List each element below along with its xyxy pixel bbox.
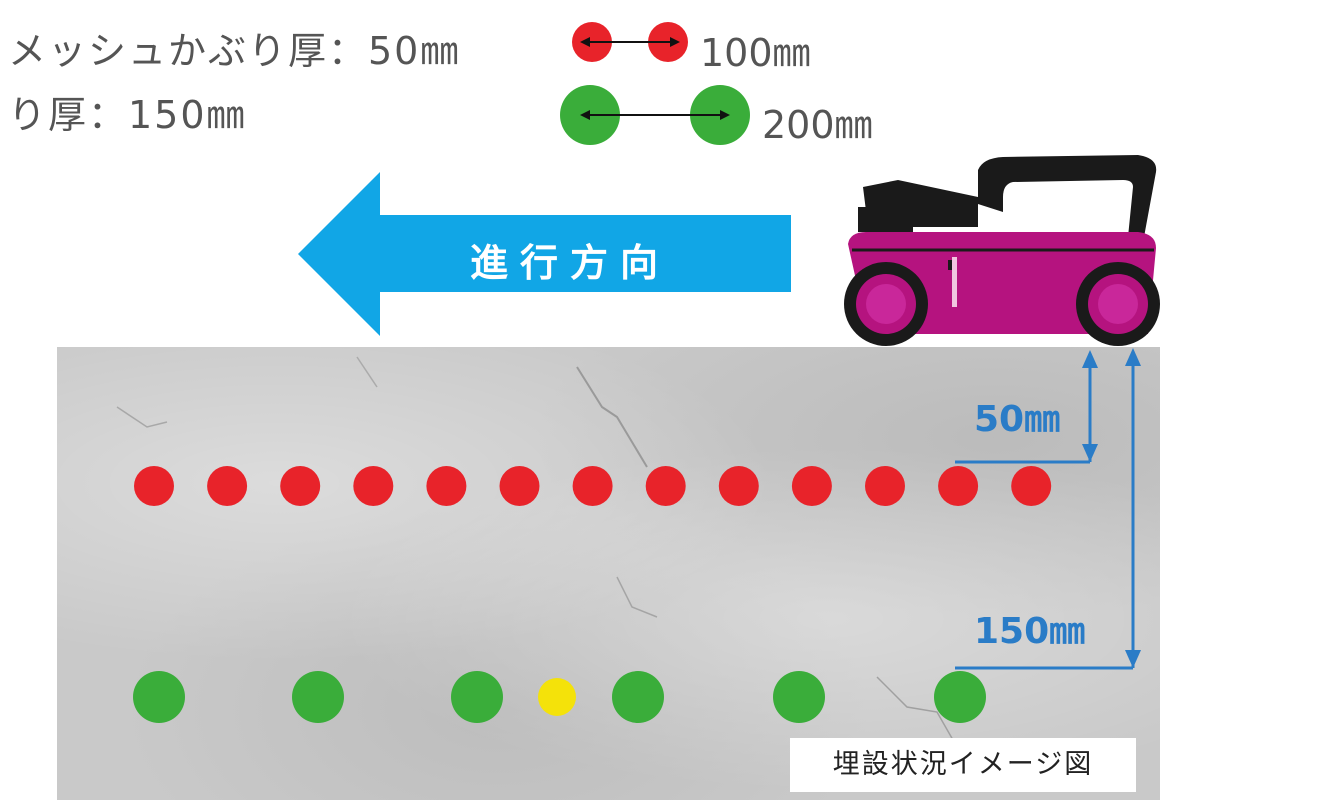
- red-rebar-row: [134, 466, 1052, 506]
- green-rebar-dot: [292, 671, 344, 723]
- red-rebar-dot: [280, 466, 321, 506]
- red-rebar-dot: [353, 466, 394, 506]
- red-rebar-dot: [645, 466, 686, 506]
- green-rebar-dot: [133, 671, 185, 723]
- cover-thickness-text: り厚：150㎜: [8, 93, 247, 137]
- red-rebar-dot: [572, 466, 613, 506]
- direction-label: 進行方向: [470, 241, 671, 285]
- red-rebar-dot: [426, 466, 467, 506]
- red-rebar-dot: [134, 466, 174, 506]
- green-rebar-dot: [612, 671, 664, 723]
- legend-green-label: 200㎜: [762, 103, 873, 147]
- diagram-caption: 埋設状況イメージ図: [790, 738, 1136, 792]
- red-rebar-dot: [791, 466, 832, 506]
- mesh-cover-thickness-text: メッシュかぶり厚：50㎜: [8, 29, 461, 73]
- legend-graphic: [560, 22, 750, 145]
- direction-arrow-icon: [298, 172, 791, 336]
- scanner-device-icon: [844, 155, 1160, 346]
- yellow-marker-dot: [538, 678, 576, 716]
- concrete-slab: [57, 347, 1160, 800]
- red-rebar-dot: [938, 466, 979, 506]
- green-rebar-row: [133, 671, 986, 723]
- concrete-cracks: [116, 356, 958, 748]
- green-rebar-dot: [451, 671, 503, 723]
- red-rebar-dot: [207, 466, 248, 506]
- red-rebar-dot: [499, 466, 540, 506]
- green-rebar-dot: [934, 671, 986, 723]
- red-rebar-dot: [718, 466, 759, 506]
- legend-red-label: 100㎜: [700, 31, 811, 75]
- green-rebar-dot: [773, 671, 825, 723]
- dimension-50-label: 50㎜: [974, 399, 1061, 440]
- red-rebar-dot: [1011, 466, 1052, 506]
- red-rebar-dot: [865, 466, 905, 506]
- dimension-150-label: 150㎜: [974, 611, 1086, 652]
